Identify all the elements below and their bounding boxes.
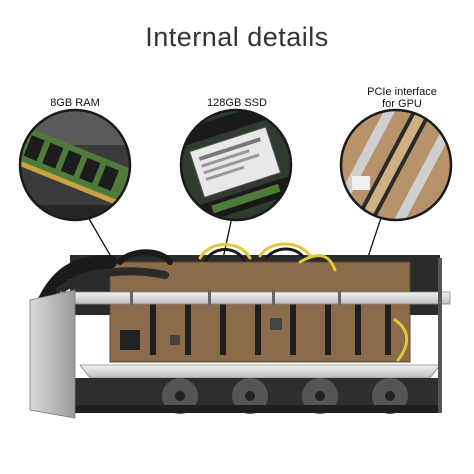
callout-label-pcie-line1: PCIe interface [367, 86, 437, 98]
callout-label-ssd: 128GB SSD [207, 97, 267, 109]
ssd-magnifier [181, 110, 291, 220]
callout-label-pcie-line2: for GPU [382, 98, 422, 110]
callout-label-pcie: PCIe interface for GPU [352, 86, 452, 110]
mining-chassis [29, 242, 451, 419]
callout-label-ram: 8GB RAM [50, 97, 100, 109]
pcie-magnifier [341, 110, 451, 220]
page-title: Internal details [145, 22, 329, 52]
ram-magnifier [20, 110, 130, 220]
